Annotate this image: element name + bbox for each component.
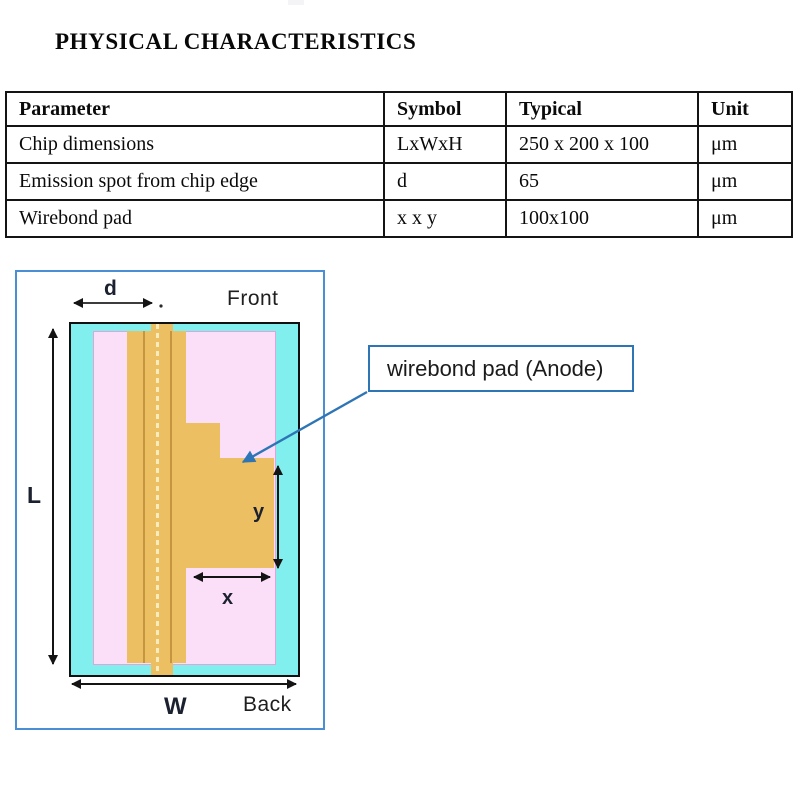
back-facet-label: Back bbox=[243, 693, 292, 716]
column-header-symbol: Symbol bbox=[383, 91, 507, 127]
column-header-parameter: Parameter bbox=[5, 91, 385, 127]
table-header-row: Parameter Symbol Typical Unit bbox=[5, 91, 793, 127]
chip-outline bbox=[69, 322, 300, 677]
table-row: Chip dimensions LxWxH 250 x 200 x 100 μm bbox=[5, 125, 793, 164]
table-row: Wirebond pad x x y 100x100 μm bbox=[5, 199, 793, 238]
dimension-label-W: W bbox=[164, 693, 187, 720]
dimension-label-d: d bbox=[104, 277, 117, 300]
cell-parameter: Chip dimensions bbox=[5, 125, 385, 164]
cell-unit: μm bbox=[697, 125, 793, 164]
wirebond-pad-step-upper bbox=[186, 423, 220, 568]
cell-typical: 100x100 bbox=[505, 199, 699, 238]
cell-symbol: d bbox=[383, 162, 507, 201]
emission-facet-notch-front bbox=[151, 324, 173, 331]
column-header-unit: Unit bbox=[697, 91, 793, 127]
front-facet-label: Front bbox=[227, 287, 279, 310]
chip-diagram-frame: d Front L W Back x y bbox=[15, 270, 325, 730]
emission-ridge-dashed-line bbox=[156, 324, 159, 675]
column-header-typical: Typical bbox=[505, 91, 699, 127]
cell-parameter: Emission spot from chip edge bbox=[5, 162, 385, 201]
cell-unit: μm bbox=[697, 199, 793, 238]
dimension-label-y: y bbox=[253, 501, 265, 523]
stripe-divider-line bbox=[170, 331, 172, 663]
wirebond-pad-callout: wirebond pad (Anode) bbox=[368, 345, 634, 392]
cell-unit: μm bbox=[697, 162, 793, 201]
table-row: Emission spot from chip edge d 65 μm bbox=[5, 162, 793, 201]
characteristics-table: Parameter Symbol Typical Unit Chip dimen… bbox=[5, 91, 793, 238]
dimension-label-L: L bbox=[27, 482, 42, 508]
dimension-label-x: x bbox=[222, 587, 234, 609]
cell-symbol: x x y bbox=[383, 199, 507, 238]
stripe-divider-line bbox=[143, 331, 145, 663]
cell-parameter: Wirebond pad bbox=[5, 199, 385, 238]
wirebond-pad-step-lower bbox=[220, 458, 274, 568]
cell-typical: 65 bbox=[505, 162, 699, 201]
emission-facet-notch-back bbox=[151, 663, 173, 675]
page-title: PHYSICAL CHARACTERISTICS bbox=[55, 29, 417, 54]
page-edge-artifact bbox=[288, 0, 304, 5]
callout-label: wirebond pad (Anode) bbox=[387, 355, 604, 381]
cell-typical: 250 x 200 x 100 bbox=[505, 125, 699, 164]
cell-symbol: LxWxH bbox=[383, 125, 507, 164]
